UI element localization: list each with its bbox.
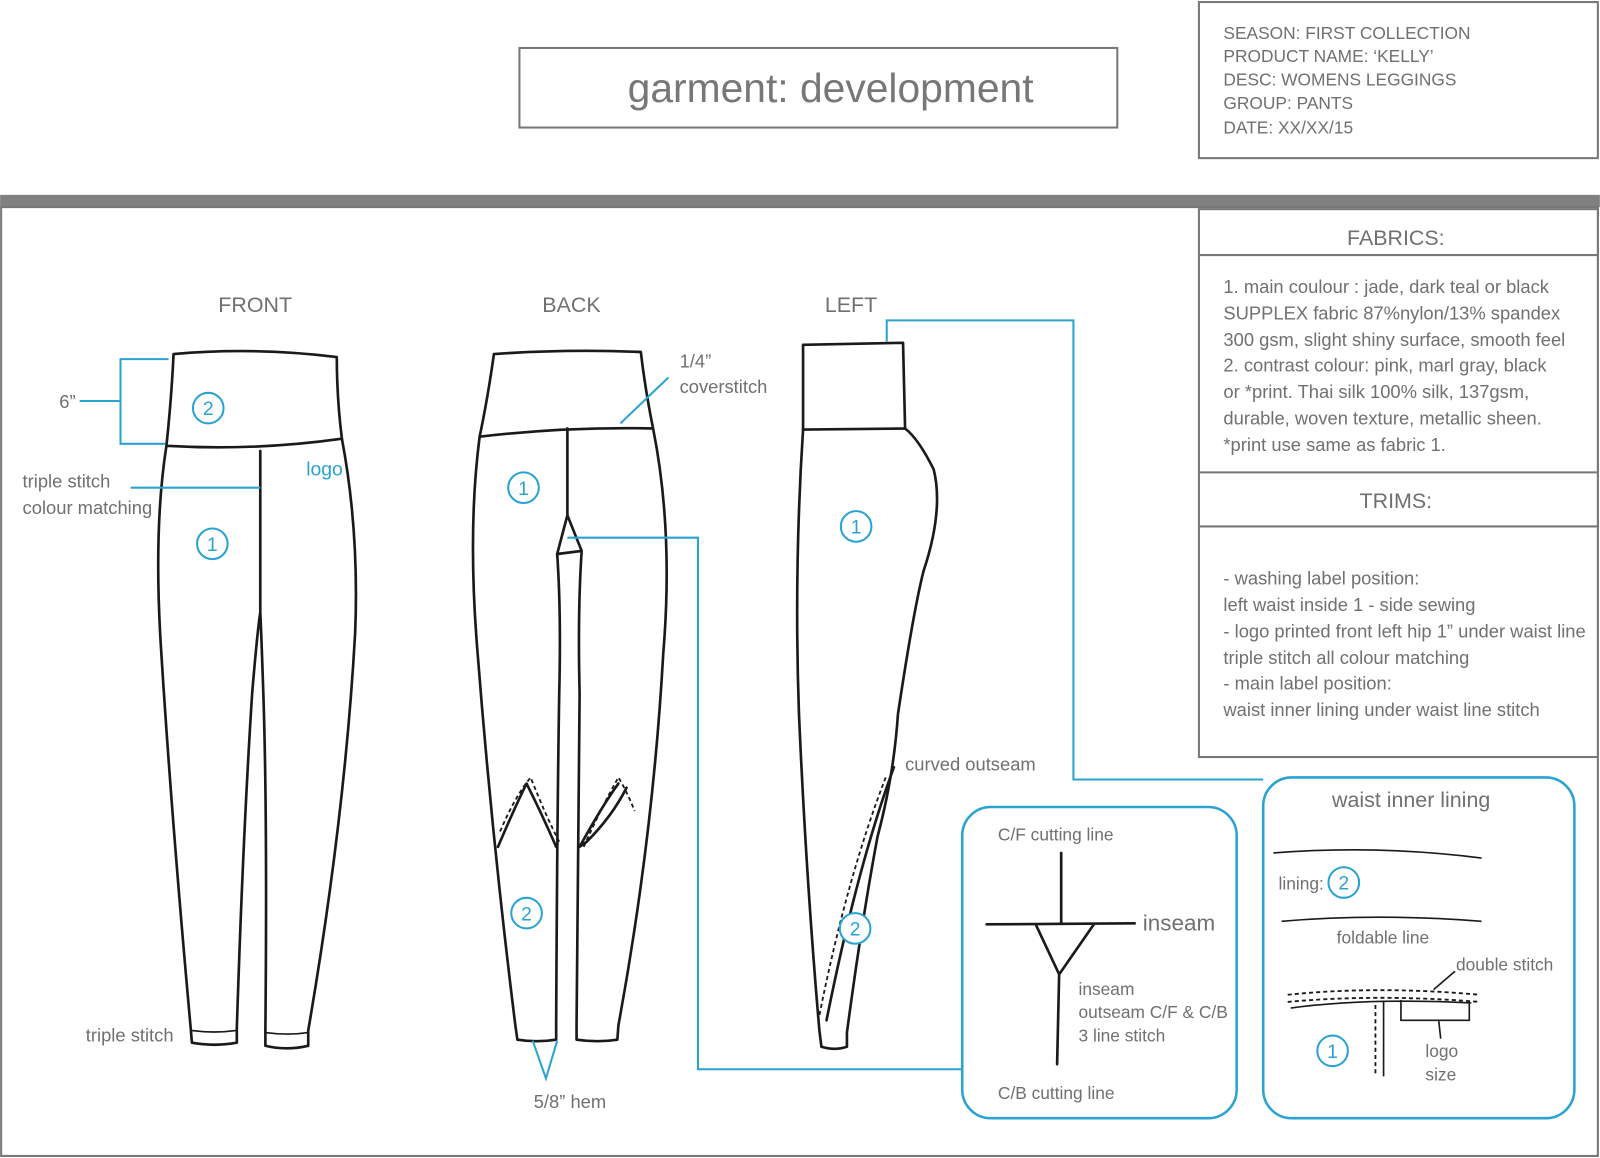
trim-line: waist inner lining under waist line stit… — [1222, 699, 1539, 720]
hem-triple-stitch-label: triple stitch — [86, 1025, 174, 1046]
inseam-label: inseam — [1143, 910, 1215, 935]
product-info-box: SEASON: FIRST COLLECTION PRODUCT NAME: ‘… — [1197, 1, 1599, 160]
logo-size-label: logo — [1425, 1041, 1458, 1061]
fabric-marker-2: 2 — [203, 398, 214, 420]
fabric-marker-1: 1 — [207, 534, 218, 556]
title-box — [518, 46, 1119, 129]
fabric-marker-2: 2 — [850, 919, 861, 941]
left-legging-sketch — [795, 341, 939, 1051]
lining-label: lining: — [1279, 874, 1324, 894]
fabric-marker-2: 2 — [1338, 873, 1349, 895]
fabrics-heading: FABRICS: — [1347, 226, 1445, 250]
fabric-line: 2. contrast colour: pink, marl gray, bla… — [1223, 354, 1547, 375]
inseam-note: inseam — [1079, 979, 1135, 999]
spec-panel: FABRICS: 1. main coulour : jade, dark te… — [1197, 208, 1599, 759]
back-legging-sketch — [471, 349, 668, 1043]
stitch-note: 3 line stitch — [1079, 1026, 1166, 1046]
front-legging-sketch — [156, 349, 358, 1050]
left-view-label: LEFT — [825, 293, 877, 317]
trim-line: left waist inside 1 - side sewing — [1223, 594, 1475, 615]
waist-lining-detail-box: waist inner lining lining: 2 foldable li… — [1261, 776, 1576, 1120]
fabric-markers: 2 1 1 2 1 2 — [191, 391, 873, 945]
curved-outseam-label: curved outseam — [905, 753, 1036, 774]
waist-lining-title: waist inner lining — [1331, 788, 1490, 812]
description: DESC: WOMENS LEGGINGS — [1223, 70, 1456, 90]
fabric-line: SUPPLEX fabric 87%nylon/13% spandex — [1223, 302, 1560, 323]
double-stitch-label: double stitch — [1456, 954, 1553, 974]
back-view-label: BACK — [542, 293, 601, 317]
fabric-line: or *print. Thai silk 100% silk, 137gsm, — [1223, 381, 1529, 402]
date: DATE: XX/XX/15 — [1223, 118, 1353, 138]
fabric-line: 300 gsm, slight shiny surface, smooth fe… — [1223, 329, 1565, 350]
callout-lines — [79, 319, 1264, 1082]
inseam-detail-box: C/F cutting line inseam inseam outseam C… — [960, 805, 1238, 1120]
waistband-height-label: 6” — [59, 391, 75, 412]
product-name: PRODUCT NAME: ‘KELLY’ — [1223, 46, 1433, 66]
trim-line: - main label position: — [1223, 673, 1391, 694]
trim-line: triple stitch all colour matching — [1223, 647, 1469, 668]
cb-cutting-line-label: C/B cutting line — [998, 1083, 1115, 1103]
fabric-marker-1: 1 — [518, 478, 529, 500]
fabric-line: 1. main coulour : jade, dark teal or bla… — [1223, 276, 1549, 297]
foldable-line-label: foldable line — [1337, 928, 1430, 948]
header-divider — [0, 194, 1600, 208]
page-title: garment: development — [628, 65, 1035, 111]
trims-heading: TRIMS: — [1360, 489, 1433, 513]
fabric-marker-1: 1 — [851, 517, 862, 539]
season: SEASON: FIRST COLLECTION — [1223, 23, 1470, 43]
fabric-line: *print use same as fabric 1. — [1223, 434, 1445, 455]
coverstitch-size-label: 1/4” — [680, 350, 712, 371]
fabric-line: durable, woven texture, metallic sheen. — [1223, 407, 1541, 428]
fabric-marker-1: 1 — [1327, 1041, 1338, 1063]
fabric-marker-2: 2 — [521, 903, 532, 925]
triple-stitch-label: triple stitch — [23, 471, 111, 492]
logo-label: logo — [306, 458, 343, 480]
coverstitch-label: coverstitch — [680, 376, 768, 397]
trim-line: - washing label position: — [1223, 568, 1419, 589]
trim-line: - logo printed front left hip 1” under w… — [1223, 621, 1585, 642]
colour-matching-label: colour matching — [23, 497, 153, 518]
group: GROUP: PANTS — [1223, 93, 1353, 113]
cf-cutting-line-label: C/F cutting line — [998, 825, 1114, 845]
hem-label: 5/8” hem — [534, 1091, 606, 1112]
outseam-note: outseam C/F & C/B — [1079, 1002, 1228, 1022]
logo-size-label-2: size — [1425, 1064, 1456, 1084]
front-view-label: FRONT — [218, 293, 292, 317]
